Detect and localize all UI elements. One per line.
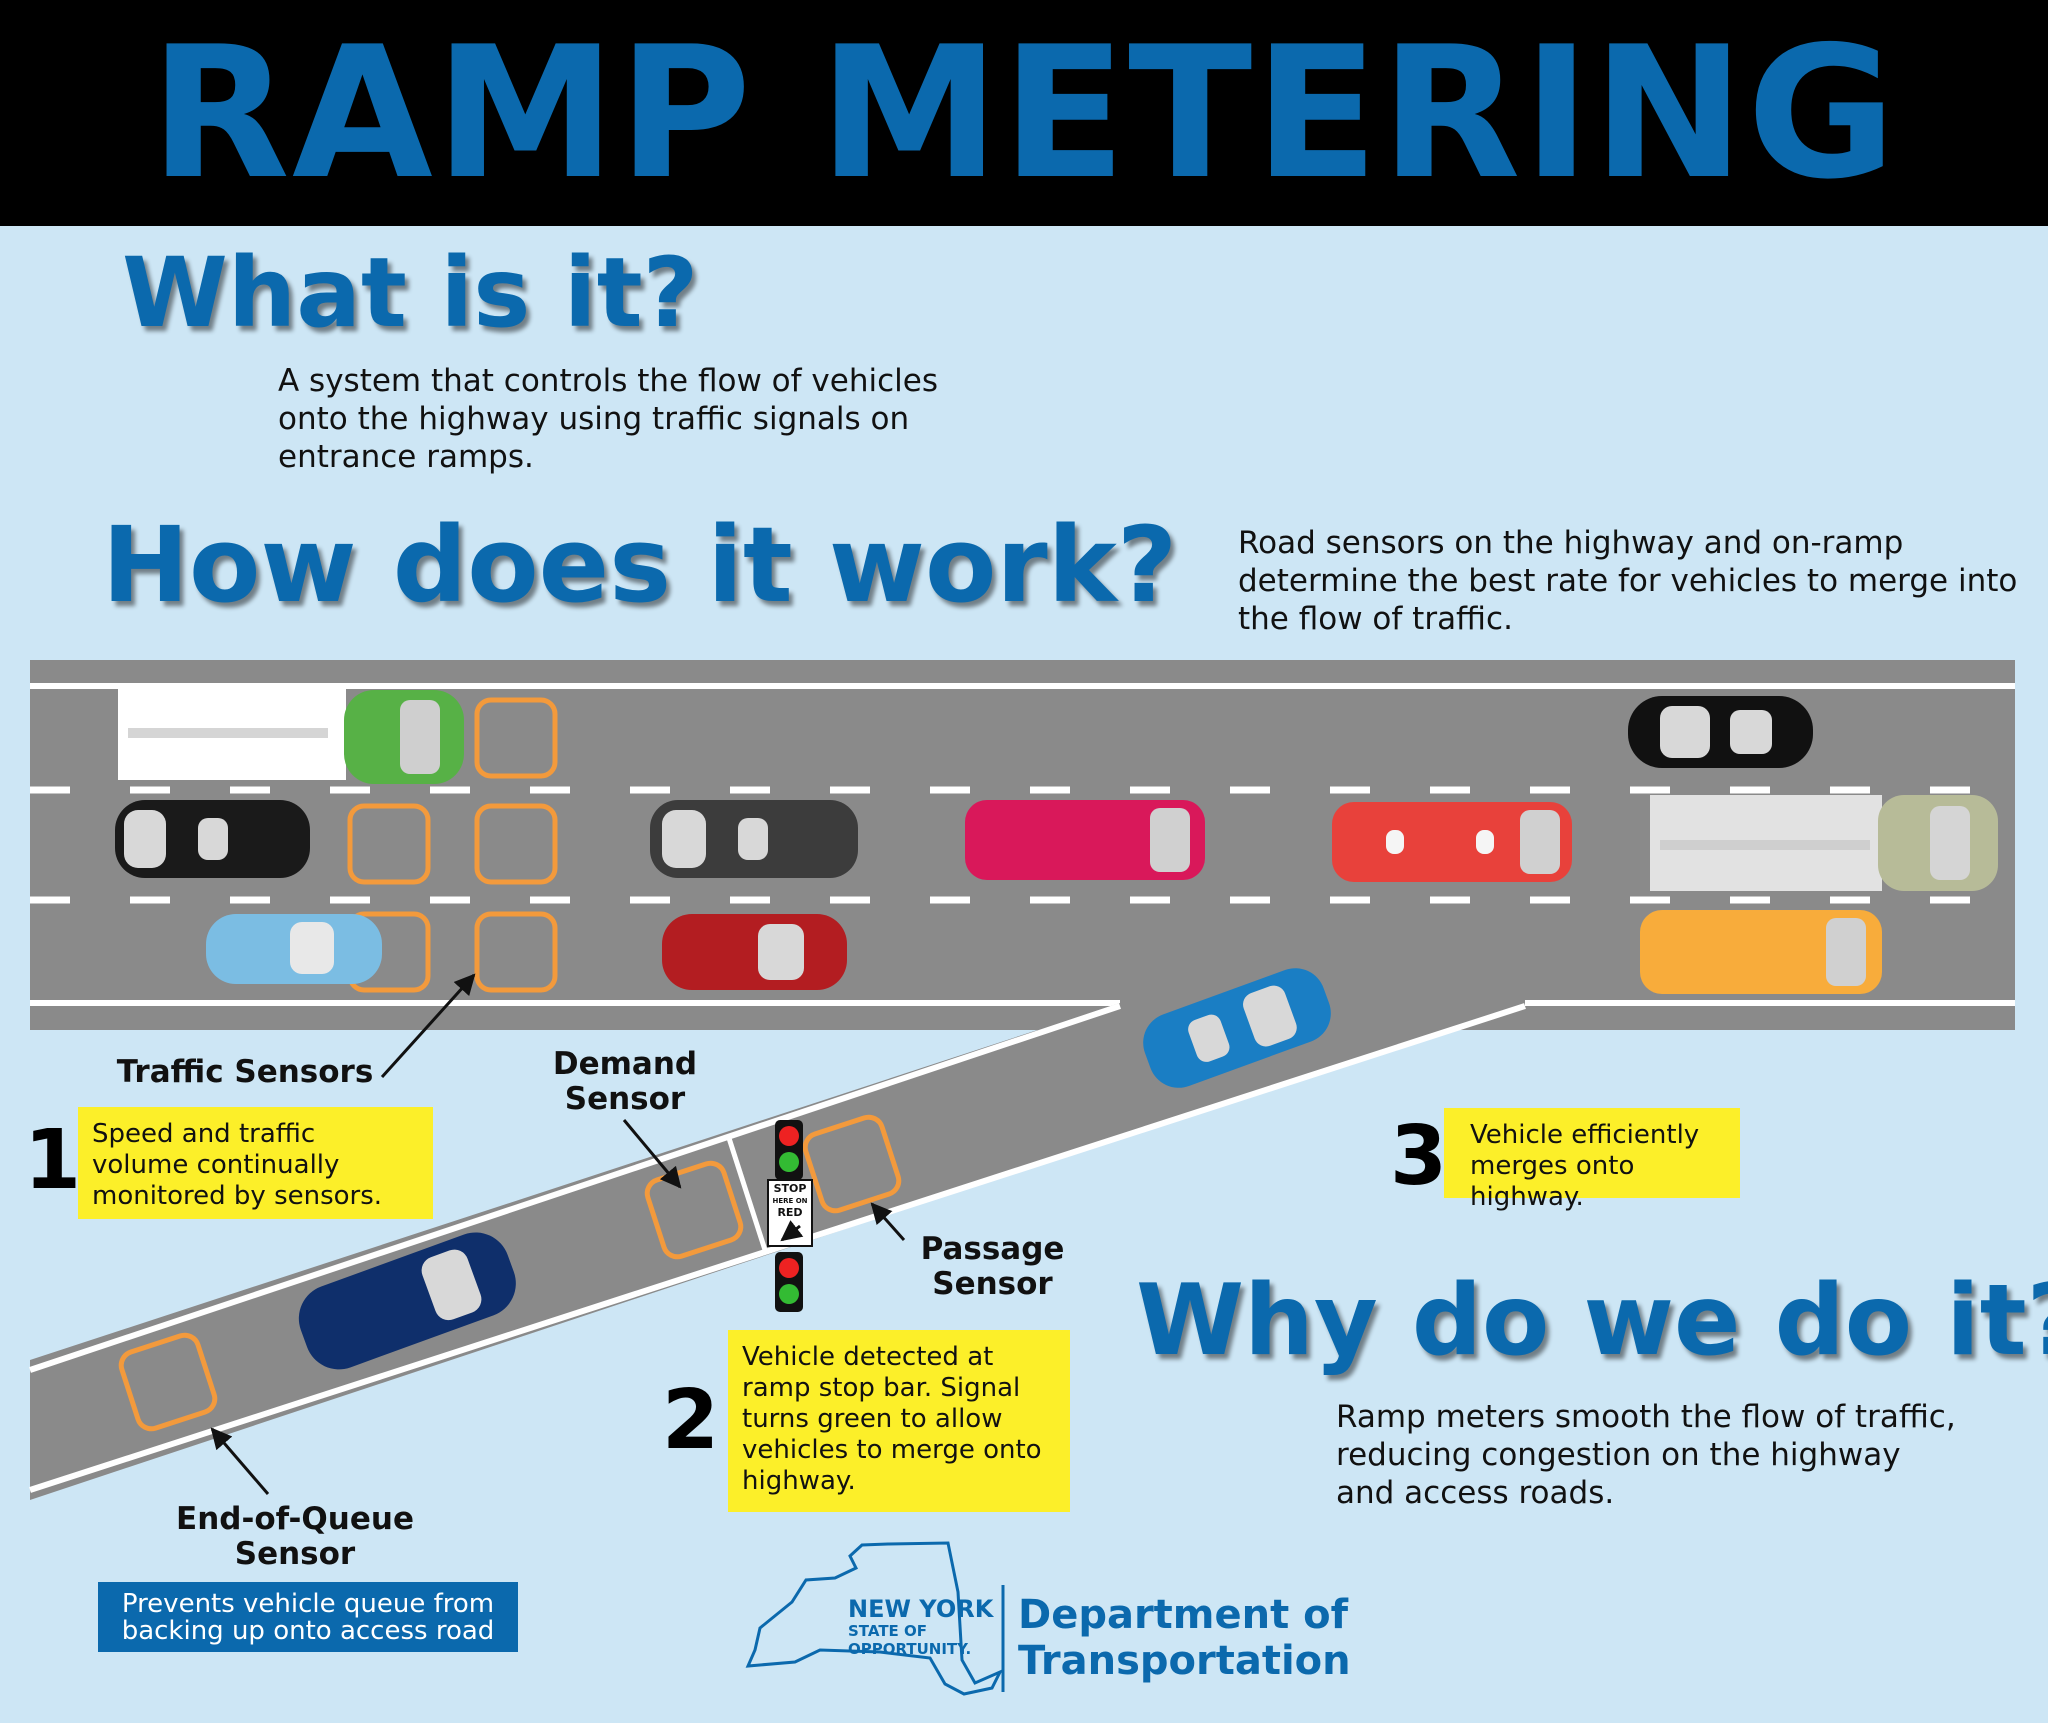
logo-state-line2: STATE OF [848,1622,928,1640]
traffic-sensor [474,911,558,993]
dot-logo: Department of Transportation [1018,1592,1351,1684]
traffic-signal-upper [775,1120,803,1180]
logo-state-line1: NEW YORK [848,1595,994,1623]
new-york-state-outline [745,1541,1004,1696]
what-heading: What is it? [122,237,699,349]
stop-sign-line1: STOP [773,1182,807,1195]
stop-sign-line2: HERE ON [772,1197,808,1205]
ramp-edge-upper [29,1003,1121,1373]
what-text: A system that controls the flow of vehic… [278,363,938,475]
demand-sensor [644,1160,744,1260]
step-1-number: 1 [24,1113,82,1208]
car-blue-merging [1143,968,1331,1088]
why-heading: Why do we do it? [1136,1264,2048,1378]
traffic-sensor [474,803,558,885]
ramp-stop-bar [725,1134,768,1251]
suv-dark-gray [650,800,858,878]
van-yellow [1640,910,1882,994]
demand-sensor-label: Demand Sensor [552,1046,698,1117]
passage-sensor [802,1114,902,1214]
car-light-blue [206,914,382,984]
stop-sign-line3: RED [777,1206,803,1219]
end-of-queue-sensor [118,1332,218,1432]
suv-navy-on-ramp [298,1232,516,1370]
stop-sign: STOP HERE ON RED [768,1183,812,1219]
step-3-number: 3 [1390,1109,1448,1204]
traffic-signal-lower [775,1252,803,1312]
step-2-number: 2 [662,1373,720,1468]
traffic-sensor [347,803,431,885]
box-truck-green [118,688,464,784]
box-truck-tan [1650,795,1998,891]
passage-sensor-arrow [870,1202,906,1241]
stop-sign-arrow [780,1220,804,1242]
how-heading: How does it work? [102,504,1178,626]
suv-black [115,800,310,878]
van-pink [965,800,1205,880]
ramp-edge-lower [29,1003,1526,1493]
traffic-sensors-arrow [380,973,476,1079]
van-red [1332,802,1572,882]
nys-logo: NEW YORK STATE OF OPPORTUNITY. [848,1596,993,1658]
page-title: RAMP METERING [149,7,1899,219]
logo-dept-line2: Transportation [1018,1638,1351,1684]
title-bar [0,0,2048,226]
why-text: Ramp meters smooth the flow of traffic, … [1336,1399,1956,1511]
step-1-box: Speed and traffic volume continually mon… [78,1107,433,1219]
step-3-box: Vehicle efficiently merges onto highway. [1444,1108,1740,1212]
traffic-sensor [474,697,558,779]
passage-sensor-label: Passage Sensor [920,1231,1065,1302]
logo-state-line3: OPPORTUNITY. [848,1640,972,1658]
demand-sensor-arrow [622,1119,682,1189]
end-of-queue-arrow [210,1427,270,1495]
end-of-queue-sensor-label: End-of-Queue Sensor [176,1501,414,1572]
end-of-queue-note: Prevents vehicle queue from backing up o… [98,1582,518,1652]
traffic-sensors-label: Traffic Sensors [116,1054,374,1090]
car-black-top [1628,696,1813,768]
how-text: Road sensors on the highway and on-ramp … [1238,525,2018,637]
car-dark-red [662,914,847,990]
step-2-box: Vehicle detected at ramp stop bar. Signa… [728,1330,1070,1512]
logo-dept-line1: Department of [1018,1592,1349,1638]
